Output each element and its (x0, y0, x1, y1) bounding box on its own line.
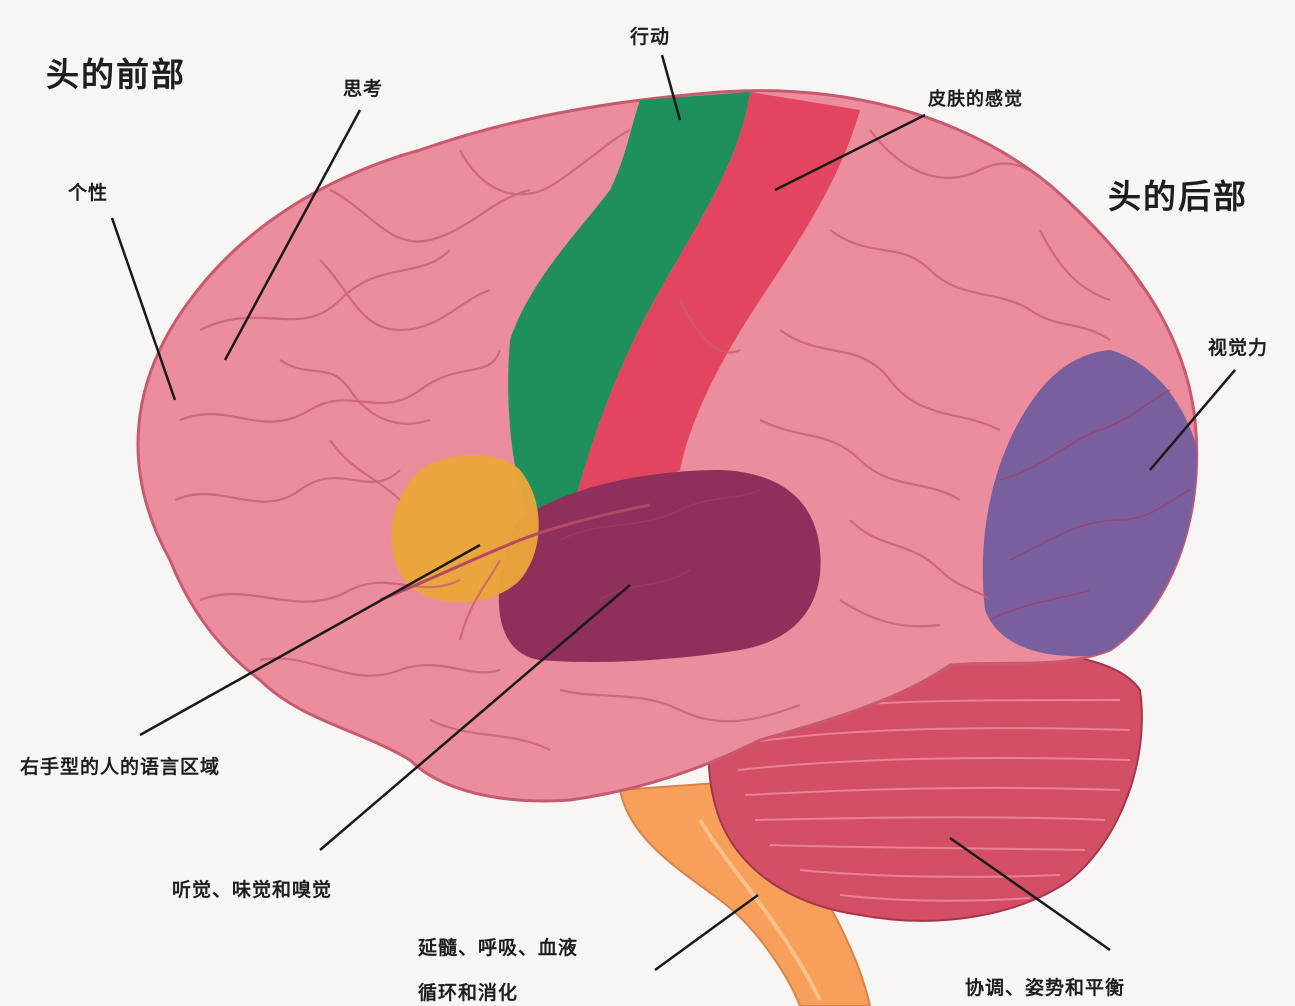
label-coordination: 协调、姿势和平衡 (965, 973, 1125, 1000)
label-vision: 视觉力 (1208, 333, 1268, 360)
label-hearing: 听觉、味觉和嗅觉 (172, 875, 332, 902)
leader-medulla (655, 895, 758, 970)
heading-back: 头的后部 (1108, 170, 1248, 218)
label-thinking: 思考 (343, 74, 383, 101)
label-movement: 行动 (630, 22, 670, 49)
leader-personality (112, 218, 175, 400)
label-speech: 右手型的人的语言区域 (20, 752, 220, 779)
label-medulla-1: 延髓、呼吸、血液 (418, 933, 578, 960)
label-medulla-2: 循环和消化 (418, 978, 518, 1005)
label-personality: 个性 (68, 178, 108, 205)
heading-front: 头的前部 (46, 48, 186, 96)
label-skin-sensation: 皮肤的感觉 (928, 85, 1023, 111)
